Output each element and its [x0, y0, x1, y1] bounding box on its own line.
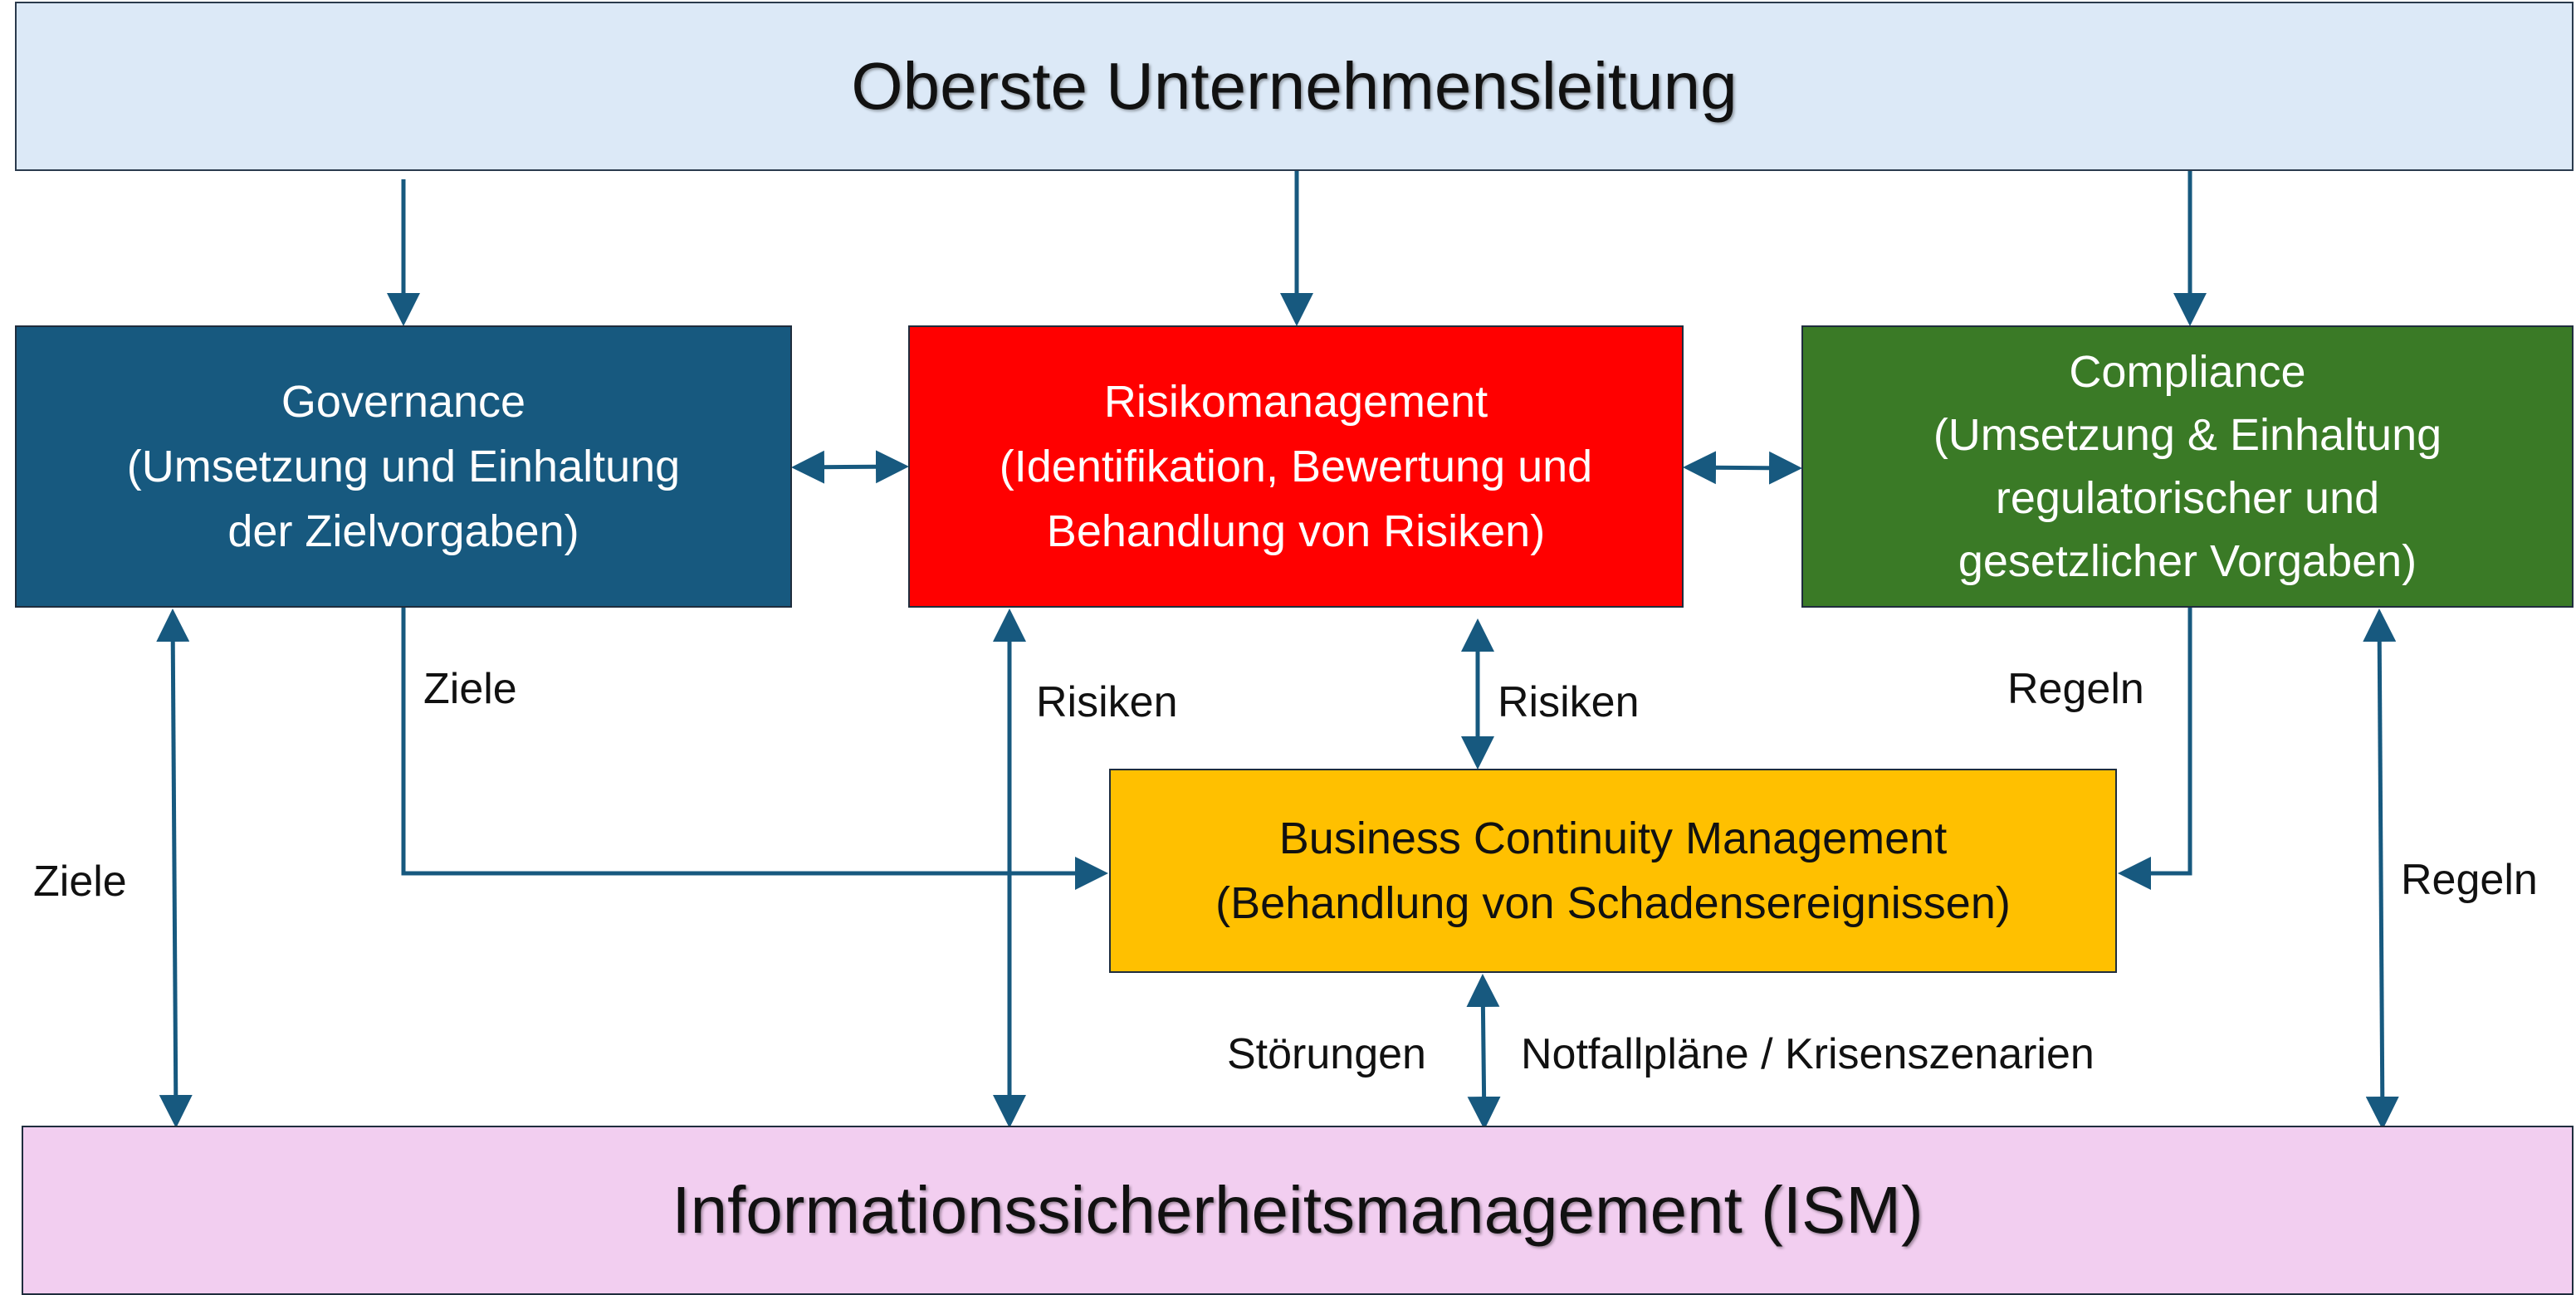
label-ziele-gov-ism: Ziele	[33, 858, 127, 906]
box-top-management: Oberste Unternehmensleitung	[15, 2, 2574, 171]
compliance-title: Compliance	[2069, 347, 2306, 397]
ism-title: Informationssicherheitsmanagement (ISM)	[672, 1173, 1923, 1247]
compliance-desc-2: regulatorischer und	[1995, 473, 2380, 523]
label-regeln-comp-bcm: Regeln	[2007, 665, 2144, 713]
arrow-risk-compliance	[1683, 451, 1802, 485]
governance-desc-1: (Umsetzung und Einhaltung	[126, 442, 681, 491]
label-stoerungen: Störungen	[1227, 1030, 1426, 1078]
bcm-title: Business Continuity Management	[1278, 814, 1948, 863]
label-ziele-gov-bcm: Ziele	[423, 665, 517, 713]
box-risk-management: Risikomanagement (Identifikation, Bewert…	[908, 325, 1684, 608]
arrow-governance-ism	[156, 608, 193, 1128]
bcm-desc: (Behandlung von Schadensereignissen)	[1215, 878, 2011, 928]
box-compliance: Compliance (Umsetzung & Einhaltung regul…	[1801, 325, 2574, 608]
box-information-security: Informationssicherheitsmanagement (ISM)	[22, 1126, 2574, 1295]
label-risiken-risk-ism: Risiken	[1036, 678, 1178, 726]
arrow-compliance-to-bcm	[2118, 608, 2192, 890]
compliance-desc-3: gesetzlicher Vorgaben)	[1958, 536, 2417, 586]
box-top-management-title: Oberste Unternehmensleitung	[851, 49, 1738, 123]
box-governance: Governance (Umsetzung und Einhaltung der…	[15, 325, 792, 608]
governance-title: Governance	[281, 377, 526, 427]
label-regeln-comp-ism: Regeln	[2401, 856, 2538, 904]
risk-desc-1: (Identifikation, Bewertung und	[999, 442, 1593, 491]
arrow-bcm-ism	[1466, 974, 1501, 1130]
risk-title: Risikomanagement	[1103, 377, 1488, 427]
label-risiken-risk-bcm: Risiken	[1498, 678, 1640, 726]
box-business-continuity: Business Continuity Management (Behandlu…	[1109, 769, 2117, 973]
arrow-compliance-ism	[2363, 608, 2399, 1130]
label-notfallplaene: Notfallpläne / Krisenszenarien	[1521, 1030, 2095, 1078]
risk-desc-2: Behandlung von Risiken)	[1046, 506, 1546, 556]
arrow-governance-to-bcm	[401, 608, 1108, 890]
governance-desc-2: der Zielvorgaben)	[227, 506, 579, 556]
compliance-desc-1: (Umsetzung & Einhaltung	[1933, 410, 2442, 460]
